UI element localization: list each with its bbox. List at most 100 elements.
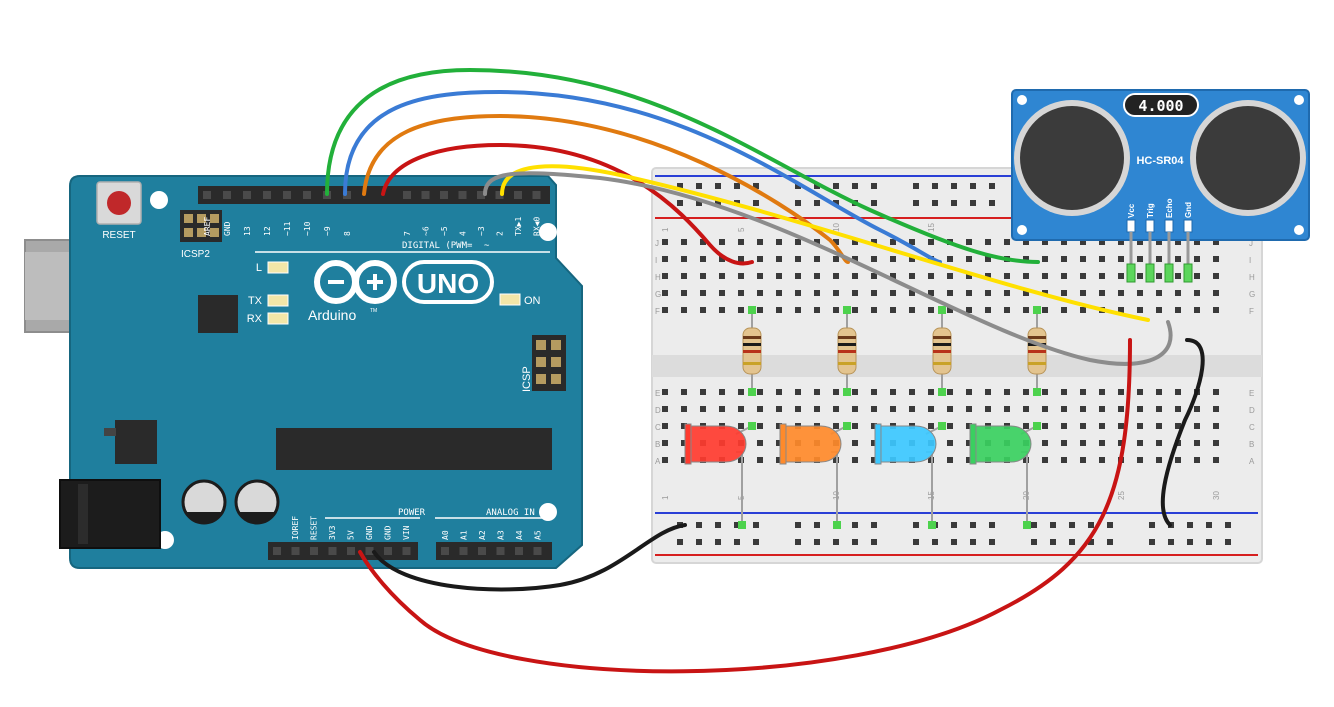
breadboard-hole bbox=[715, 522, 721, 528]
breadboard-hole bbox=[719, 389, 725, 395]
breadboard-hole bbox=[1004, 406, 1010, 412]
breadboard-hole bbox=[1061, 273, 1067, 279]
row-letter-label: D bbox=[655, 406, 661, 415]
row-letter-label: D bbox=[1249, 406, 1255, 415]
breadboard-hole bbox=[1156, 457, 1162, 463]
breadboard-hole bbox=[1206, 522, 1212, 528]
connection-marker bbox=[843, 306, 851, 314]
breadboard-hole bbox=[814, 200, 820, 206]
led-blue bbox=[877, 425, 937, 463]
breadboard-hole bbox=[757, 256, 763, 262]
reset-button-cap bbox=[107, 191, 131, 215]
breadboard-hole bbox=[985, 406, 991, 412]
breadboard-hole bbox=[1031, 539, 1037, 545]
breadboard-hole bbox=[738, 307, 744, 313]
breadboard-hole bbox=[738, 256, 744, 262]
breadboard-hole bbox=[1175, 239, 1181, 245]
led-on bbox=[499, 293, 521, 306]
row-letter-label: B bbox=[655, 440, 660, 449]
analog-pin-socket bbox=[496, 547, 505, 555]
breadboard-hole bbox=[871, 290, 877, 296]
digital-pin-socket bbox=[458, 191, 467, 199]
analog-pin-label: A2 bbox=[478, 530, 487, 540]
breadboard-hole bbox=[1061, 406, 1067, 412]
breadboard-hole bbox=[814, 539, 820, 545]
digital-pwm-tilde: ~ bbox=[484, 241, 490, 251]
digital-pin-label: ~6 bbox=[422, 226, 431, 236]
analog-header-label: ANALOG IN bbox=[486, 508, 535, 518]
breadboard-hole bbox=[1118, 290, 1124, 296]
breadboard-hole bbox=[757, 239, 763, 245]
breadboard-hole bbox=[776, 423, 782, 429]
row-letter-label: F bbox=[655, 307, 660, 316]
breadboard-hole bbox=[913, 539, 919, 545]
breadboard-hole bbox=[1050, 522, 1056, 528]
breadboard-hole bbox=[1187, 522, 1193, 528]
breadboard-hole bbox=[1118, 406, 1124, 412]
breadboard-hole bbox=[814, 256, 820, 262]
breadboard-hole bbox=[662, 256, 668, 262]
breadboard-hole bbox=[985, 239, 991, 245]
dc-power-jack bbox=[59, 479, 161, 549]
breadboard-hole bbox=[1213, 256, 1219, 262]
breadboard-hole bbox=[1175, 307, 1181, 313]
breadboard-hole bbox=[833, 290, 839, 296]
breadboard-hole bbox=[989, 183, 995, 189]
breadboard-hole bbox=[890, 307, 896, 313]
resistor-band bbox=[838, 336, 856, 339]
breadboard-hole bbox=[833, 406, 839, 412]
wire-black-gnd bbox=[372, 523, 687, 592]
sensor-pin-contact bbox=[1126, 263, 1136, 283]
sensor-pin-contact bbox=[1145, 263, 1155, 283]
mounting-hole bbox=[150, 191, 168, 209]
sensor-model-label: HC-SR04 bbox=[1136, 155, 1184, 167]
breadboard-hole bbox=[734, 183, 740, 189]
breadboard-hole bbox=[852, 423, 858, 429]
connection-marker bbox=[1023, 521, 1031, 529]
breadboard-hole bbox=[776, 256, 782, 262]
breadboard-hole bbox=[776, 273, 782, 279]
breadboard-hole bbox=[1080, 290, 1086, 296]
breadboard-hole bbox=[966, 457, 972, 463]
breadboard-hole bbox=[928, 423, 934, 429]
voltage-regulator bbox=[115, 420, 157, 464]
led-rx-label: RX bbox=[247, 313, 263, 325]
breadboard-hole bbox=[1137, 290, 1143, 296]
row-letter-label: E bbox=[655, 389, 660, 398]
breadboard-hole bbox=[715, 539, 721, 545]
power-pin-label: VIN bbox=[402, 525, 411, 540]
row-letter-label: H bbox=[655, 273, 661, 282]
breadboard-hole bbox=[1175, 457, 1181, 463]
breadboard-hole bbox=[1118, 423, 1124, 429]
power-pin-socket bbox=[384, 547, 392, 555]
sensor-pin-label: Echo bbox=[1165, 198, 1174, 218]
breadboard-hole bbox=[1118, 307, 1124, 313]
breadboard-hole bbox=[890, 290, 896, 296]
breadboard-hole bbox=[1194, 406, 1200, 412]
breadboard-hole bbox=[700, 239, 706, 245]
breadboard-hole bbox=[989, 522, 995, 528]
breadboard-hole bbox=[1213, 406, 1219, 412]
breadboard-hole bbox=[814, 273, 820, 279]
breadboard-hole bbox=[970, 200, 976, 206]
breadboard-hole bbox=[1175, 423, 1181, 429]
breadboard-hole bbox=[928, 389, 934, 395]
icsp-header bbox=[532, 335, 566, 391]
breadboard-hole bbox=[1080, 423, 1086, 429]
mounting-hole bbox=[539, 503, 557, 521]
digital-pin-socket bbox=[283, 191, 291, 199]
breadboard-hole bbox=[833, 200, 839, 206]
brand-arduino-text: Arduino bbox=[308, 307, 356, 323]
breadboard-hole bbox=[909, 290, 915, 296]
breadboard-hole bbox=[814, 183, 820, 189]
breadboard-hole bbox=[1069, 539, 1075, 545]
breadboard-hole bbox=[814, 290, 820, 296]
breadboard-hole bbox=[1050, 539, 1056, 545]
sensor-pin-pad bbox=[1145, 219, 1155, 233]
digital-header bbox=[198, 186, 550, 204]
breadboard-hole bbox=[928, 239, 934, 245]
breadboard-hole bbox=[1023, 389, 1029, 395]
arduino-logo: UNO bbox=[314, 260, 494, 304]
